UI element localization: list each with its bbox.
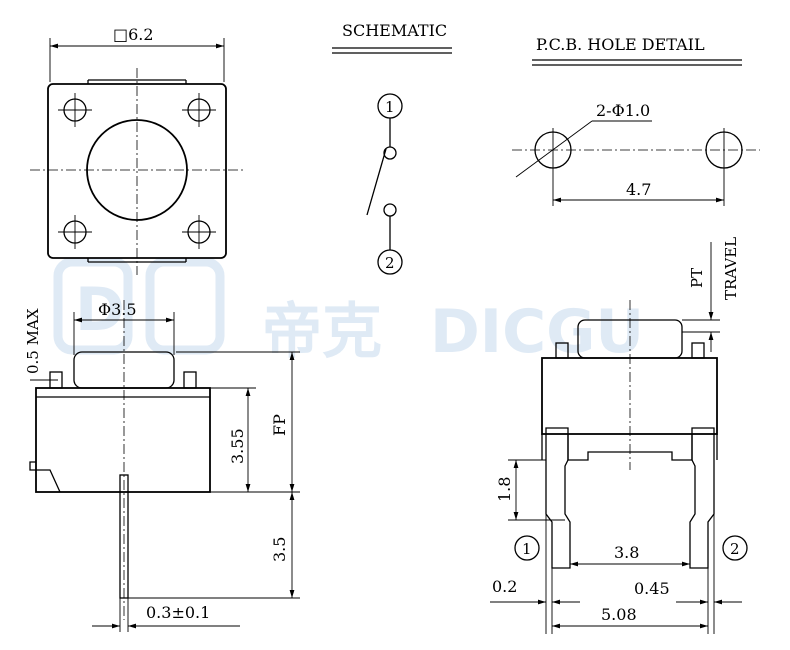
corner-hole-bl bbox=[58, 215, 92, 249]
body-height-label: 3.55 bbox=[228, 428, 247, 464]
schematic-pin2-circle bbox=[377, 249, 403, 275]
travel-label: TRAVEL bbox=[722, 237, 740, 300]
hole-leader-line bbox=[515, 120, 593, 178]
schematic-contact-bottom bbox=[383, 203, 397, 217]
pcb-hole-right bbox=[705, 128, 743, 172]
watermark: D 帝克 DICGU bbox=[53, 257, 644, 367]
pt-label: PT bbox=[688, 268, 706, 288]
lead-thickness-label: 0.3±0.1 bbox=[146, 603, 210, 622]
watermark-logo-letter: D bbox=[75, 275, 125, 345]
left-offset-label: 0.2 bbox=[492, 577, 517, 596]
corner-hole-br bbox=[182, 215, 216, 249]
pcb-hole-detail: P.C.B. HOLE DETAIL 2-Φ1.0 4.7 bbox=[512, 35, 760, 206]
watermark-cn-text: 帝克 bbox=[262, 297, 382, 367]
schematic-title: SCHEMATIC bbox=[342, 21, 447, 40]
fp-label: FP bbox=[270, 414, 289, 436]
pin-span-label: 5.08 bbox=[601, 605, 637, 624]
front-nub-right bbox=[691, 342, 705, 359]
front-pin2-label: 2 bbox=[730, 540, 740, 558]
hole-diameter-label: 2-Φ1.0 bbox=[596, 101, 650, 120]
side-foot bbox=[29, 461, 61, 493]
corner-hole-tr bbox=[182, 93, 216, 127]
schematic-pin2-label: 2 bbox=[385, 254, 395, 272]
side-lead bbox=[119, 474, 129, 599]
top-width-dim-label: □6.2 bbox=[113, 25, 154, 44]
side-view: 0.5 MAX Φ3.5 3.55 FP 3.5 0 bbox=[24, 300, 300, 632]
front-lead-right bbox=[689, 427, 715, 569]
lead-length-label: 3.5 bbox=[270, 537, 289, 562]
pcb-title: P.C.B. HOLE DETAIL bbox=[536, 35, 705, 54]
pcb-pitch-label: 4.7 bbox=[626, 180, 651, 199]
side-nub-right bbox=[183, 371, 197, 389]
front-body bbox=[541, 357, 718, 435]
schematic-contact-top bbox=[383, 146, 397, 160]
lead-width-label: 0.45 bbox=[634, 579, 670, 598]
front-view: PT TRAVEL 1.8 1 2 3.8 bbox=[490, 237, 748, 634]
standoff-label: 1.8 bbox=[495, 477, 514, 502]
front-pin1-label: 1 bbox=[522, 540, 532, 558]
top-view: □6.2 bbox=[30, 25, 245, 275]
watermark-logo-frame-2 bbox=[145, 257, 225, 355]
max-height-label: 0.5 MAX bbox=[24, 308, 42, 374]
schematic-pin1-label: 1 bbox=[385, 98, 395, 116]
schematic-switch-blade bbox=[366, 148, 387, 216]
front-pin1-circle bbox=[514, 535, 540, 561]
actuator-diameter-label: Φ3.5 bbox=[98, 300, 137, 319]
front-pin2-circle bbox=[722, 535, 748, 561]
front-lead-left bbox=[545, 427, 571, 569]
side-body bbox=[35, 387, 211, 493]
front-base bbox=[567, 434, 693, 461]
schematic: SCHEMATIC 1 2 bbox=[332, 21, 452, 275]
inner-span-label: 3.8 bbox=[614, 543, 639, 562]
watermark-latin-text: DICGU bbox=[430, 297, 644, 367]
corner-hole-tl bbox=[58, 93, 92, 127]
